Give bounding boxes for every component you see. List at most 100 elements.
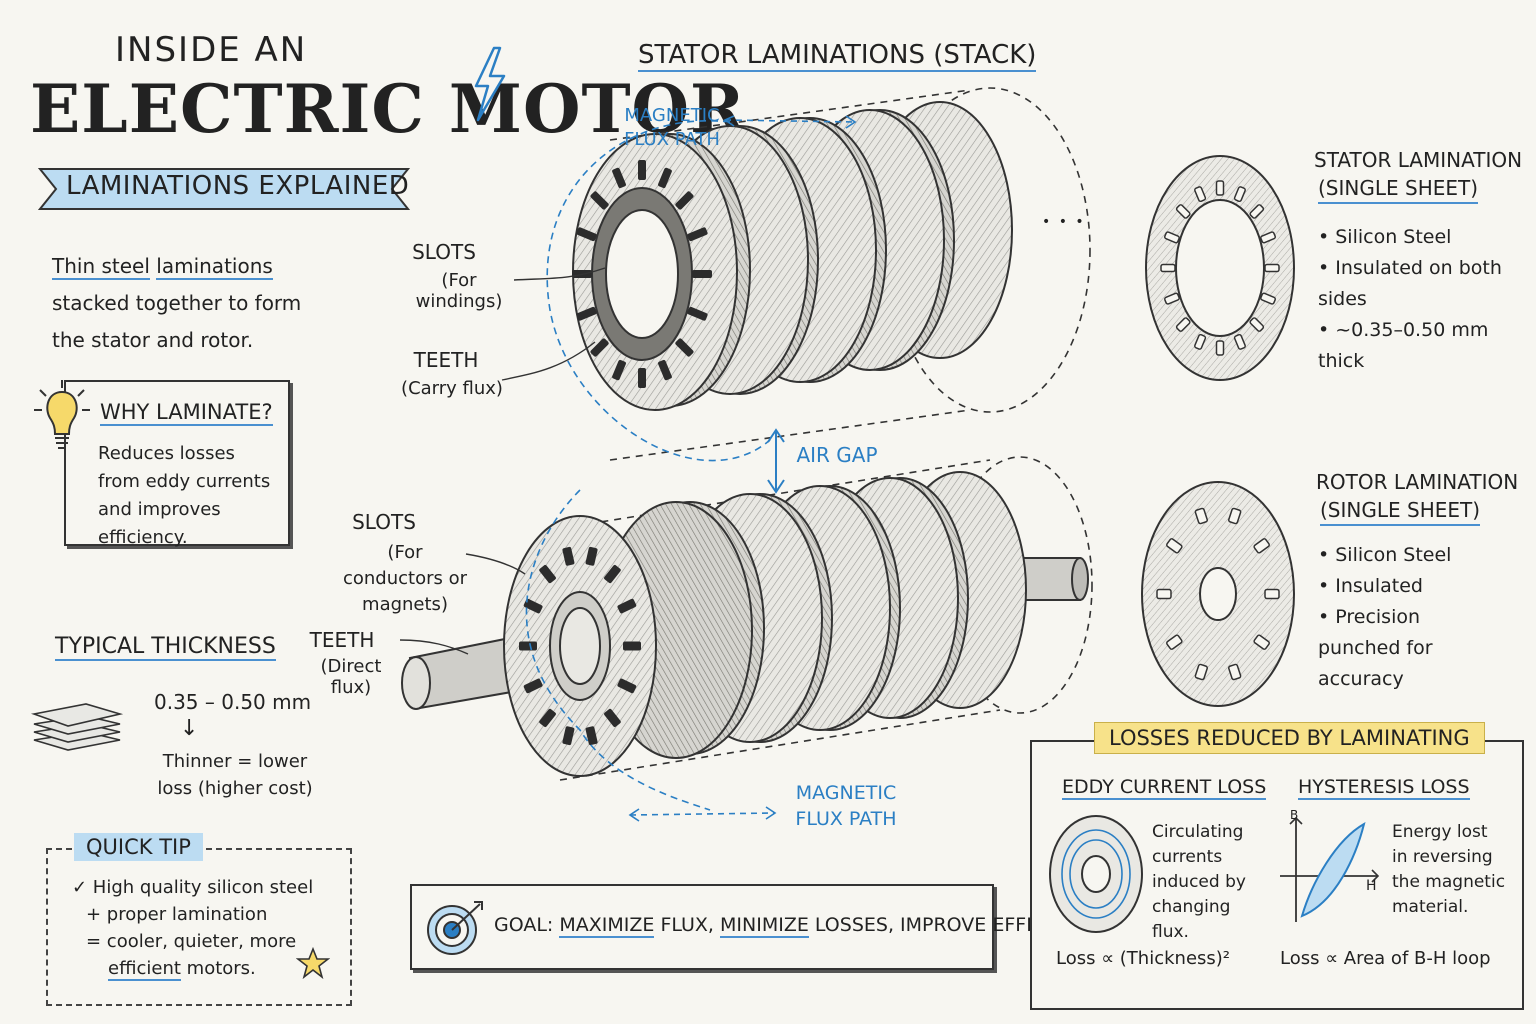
rotor-sheet-slot <box>1228 663 1242 681</box>
stator-sheet-slot <box>1175 317 1191 332</box>
goal-word-minimize: MINIMIZE <box>720 914 809 938</box>
quick-tip-body: ✓ High quality silicon steel + proper la… <box>72 874 342 982</box>
stator-slot <box>576 227 597 242</box>
stator-slot <box>658 167 672 189</box>
intro-part-2: laminations <box>156 254 273 280</box>
stator-sheet-bullet-1: • Silicon Steel <box>1318 226 1452 248</box>
rotor-sheet-bullet-2: • Insulated <box>1318 575 1423 597</box>
goal-text-1: FLUX, <box>654 914 721 936</box>
stator-slot <box>675 338 694 357</box>
stator-sheet-slot <box>1215 340 1225 356</box>
stator-slots-sublabel: (For windings) <box>415 270 503 312</box>
rotor-sheet-title-1: ROTOR LAMINATION <box>1316 470 1519 494</box>
stator-sheet-slot <box>1264 263 1280 273</box>
star-icon <box>296 946 330 980</box>
flux-path-bottom-arrow <box>629 812 776 816</box>
rotor-sheet-slot <box>1166 538 1183 554</box>
lightning-bolt-icon <box>474 46 506 122</box>
eddy-loss-title: EDDY CURRENT LOSS <box>1062 776 1267 800</box>
target-icon <box>427 901 483 955</box>
flux-path-top <box>546 120 771 462</box>
leader-lines <box>399 267 606 655</box>
stator-sheet-bullet-3: • ~0.35–0.50 mm thick <box>1318 319 1489 372</box>
stator-slot <box>590 338 609 357</box>
thickness-arrow: ↓ <box>180 716 199 741</box>
stator-sheet-slot <box>1249 317 1265 332</box>
stator-sheet-slot <box>1194 186 1207 203</box>
rotor-single-sheet-drawing <box>1141 481 1295 707</box>
quick-tip-line-1: ✓ High quality silicon steel <box>72 877 314 898</box>
rotor-slot <box>523 678 543 694</box>
why-laminate-box <box>64 380 290 546</box>
motor-stack-illustration <box>399 87 1093 822</box>
why-laminate-title: WHY LAMINATE? <box>100 400 273 426</box>
stack-title: STATOR LAMINATIONS (STACK) <box>638 40 1037 72</box>
rotor-sheet-bullets: • Silicon Steel • Insulated • Precision … <box>1318 540 1502 695</box>
stator-sheet-slot <box>1175 204 1191 219</box>
light-bulb-icon <box>34 380 90 449</box>
eddy-loss-formula: Loss ∝ (Thickness)² <box>1056 948 1231 969</box>
goal-word-maximize: MAXIMIZE <box>559 914 655 938</box>
air-gap-arrow <box>767 428 785 494</box>
rotor-sheet-slot <box>1194 507 1208 525</box>
rotor-slots <box>519 546 641 746</box>
eddy-current-disk-icon <box>1049 815 1143 933</box>
rotor-slot <box>523 598 543 614</box>
stator-sheet-slot <box>1164 292 1180 305</box>
rotor-slot <box>519 641 537 651</box>
rotor-slot <box>539 708 556 727</box>
stator-single-sheet-drawing <box>1145 155 1295 381</box>
rotor-slots-sublabel: (For conductors or magnets) <box>342 542 468 615</box>
stator-sheet-slot <box>1194 333 1207 350</box>
goal-prefix: GOAL: <box>494 914 560 936</box>
quick-tip-line-2: + proper lamination <box>86 904 268 925</box>
rotor-sheet-slot <box>1228 507 1242 525</box>
rotor-sheet-slot <box>1264 588 1280 600</box>
stator-slot <box>590 191 609 210</box>
goal-text-2: LOSSES, IMPROVE EFFICIENCY <box>808 914 1102 936</box>
bh-loop-graph <box>1280 816 1380 922</box>
stator-slot <box>612 359 626 381</box>
rotor-slot <box>562 546 575 566</box>
stator-sheet-slot <box>1260 231 1276 244</box>
stator-teeth-label: TEETH <box>413 348 479 372</box>
flux-path-bottom-label: MAGNETIC FLUX PATH <box>795 782 897 830</box>
stator-sheet-bullet-2: • Insulated on both sides <box>1318 257 1502 310</box>
quick-tip-line-4a: efficient <box>108 958 181 981</box>
axis-h-label: H <box>1366 878 1377 894</box>
stator-teeth-sublabel: (Carry flux) <box>401 378 503 399</box>
continuation-dots: • • • <box>1042 214 1086 230</box>
goal-text: GOAL: MAXIMIZE FLUX, MINIMIZE LOSSES, IM… <box>494 914 1102 938</box>
stator-slot <box>692 270 712 278</box>
rotor-teeth-label: TEETH <box>309 628 375 652</box>
lamination-sheets-icon <box>30 703 124 751</box>
rotor-slot <box>585 726 598 746</box>
hysteresis-loss-formula: Loss ∝ Area of B-H loop <box>1280 948 1491 969</box>
stator-sheet-slot <box>1233 333 1246 350</box>
banner-text: LAMINATIONS EXPLAINED <box>66 171 410 201</box>
goal-box <box>410 884 994 970</box>
stator-slot <box>576 306 597 321</box>
typical-thickness-title: TYPICAL THICKNESS <box>55 634 276 661</box>
rotor-slot <box>623 641 641 651</box>
air-gap-label: AIR GAP <box>796 443 878 467</box>
rotor-sheet-slot <box>1253 634 1270 650</box>
stator-sheet-slot <box>1233 186 1246 203</box>
intro-part-3: stacked together to form the stator and … <box>52 291 302 352</box>
hysteresis-loss-text: Energy lost in reversing the magnetic ma… <box>1392 822 1506 917</box>
thickness-value: 0.35 – 0.50 mm <box>154 690 312 714</box>
thickness-note: Thinner = lower loss (higher cost) <box>157 751 313 799</box>
eddy-loss-text: Circulating currents induced by changing… <box>1152 822 1246 942</box>
rotor-slot <box>617 598 637 614</box>
rotor-sheet-bullet-1: • Silicon Steel <box>1318 544 1452 566</box>
rotor-teeth-sublabel: (Direct flux) <box>320 656 382 698</box>
stator-slot <box>687 227 708 242</box>
stator-slot <box>687 306 708 321</box>
stator-sheet-bullets: • Silicon Steel • Insulated on both side… <box>1318 222 1502 377</box>
banner-ribbon <box>38 168 410 210</box>
title-line-1: INSIDE AN <box>115 30 308 70</box>
rotor-slot <box>604 708 621 727</box>
stator-slot <box>638 368 646 388</box>
intro-part-1: Thin steel <box>52 254 150 280</box>
stator-sheet-title-2: (SINGLE SHEET) <box>1318 174 1479 204</box>
